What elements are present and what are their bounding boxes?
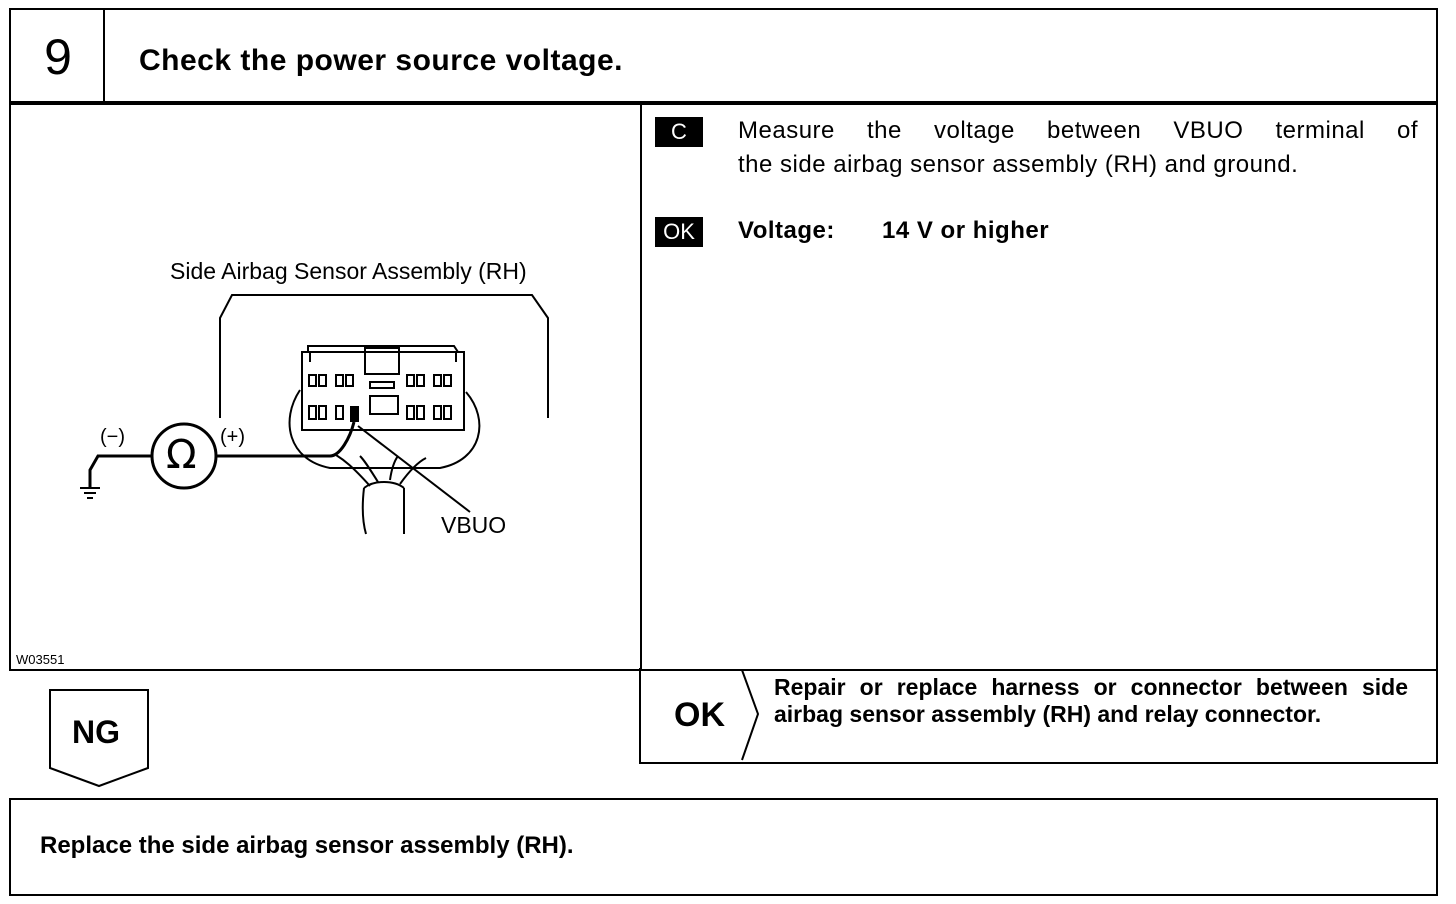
- ground-icon: [80, 487, 100, 499]
- main-panel: [9, 101, 1438, 671]
- figure-code: W03551: [16, 652, 65, 667]
- figure-label: Side Airbag Sensor Assembly (RH): [170, 258, 527, 284]
- ng-branch-action: Replace the side airbag sensor assembly …: [40, 832, 574, 859]
- wire-harness: [335, 454, 427, 535]
- result-value: 14 V or higher: [882, 217, 1050, 244]
- header-divider: [103, 10, 105, 103]
- probe-wire: [216, 421, 356, 458]
- ok-tag: OK: [655, 217, 703, 247]
- vbuo-label: VBUO: [441, 512, 507, 538]
- wiring-figure: [80, 294, 549, 535]
- ok-branch-action: Repair or replace harness or connector b…: [774, 674, 1408, 727]
- ng-action-box: [9, 798, 1438, 896]
- instruction-line-1: Measure the voltage between VBUO termina…: [738, 117, 1418, 144]
- plus-probe-label: (+): [220, 426, 245, 448]
- panel-divider: [640, 103, 642, 669]
- vbuo-leader: [357, 425, 471, 513]
- harness-outline: [288, 389, 481, 469]
- ground-wire: [88, 454, 152, 488]
- connector: [301, 345, 465, 431]
- result-label: Voltage:: [738, 217, 835, 244]
- step-number: 9: [44, 29, 72, 85]
- ok-branch-label: OK: [674, 696, 725, 734]
- minus-probe-label: (−): [100, 426, 125, 448]
- ohm-symbol: Ω: [166, 432, 197, 478]
- label-bracket: [219, 294, 549, 418]
- step-header: 9 Check the power source voltage.: [9, 8, 1438, 105]
- ok-arrow-separator: [741, 669, 760, 761]
- ng-badge: [49, 689, 149, 788]
- step-title: Check the power source voltage.: [139, 44, 623, 77]
- ng-branch-label: NG: [72, 714, 120, 750]
- check-tag: C: [655, 117, 703, 147]
- ok-branch-box: [639, 668, 1438, 764]
- instruction-line-2: the side airbag sensor assembly (RH) and…: [738, 151, 1299, 178]
- vbuo-terminal: [350, 406, 359, 422]
